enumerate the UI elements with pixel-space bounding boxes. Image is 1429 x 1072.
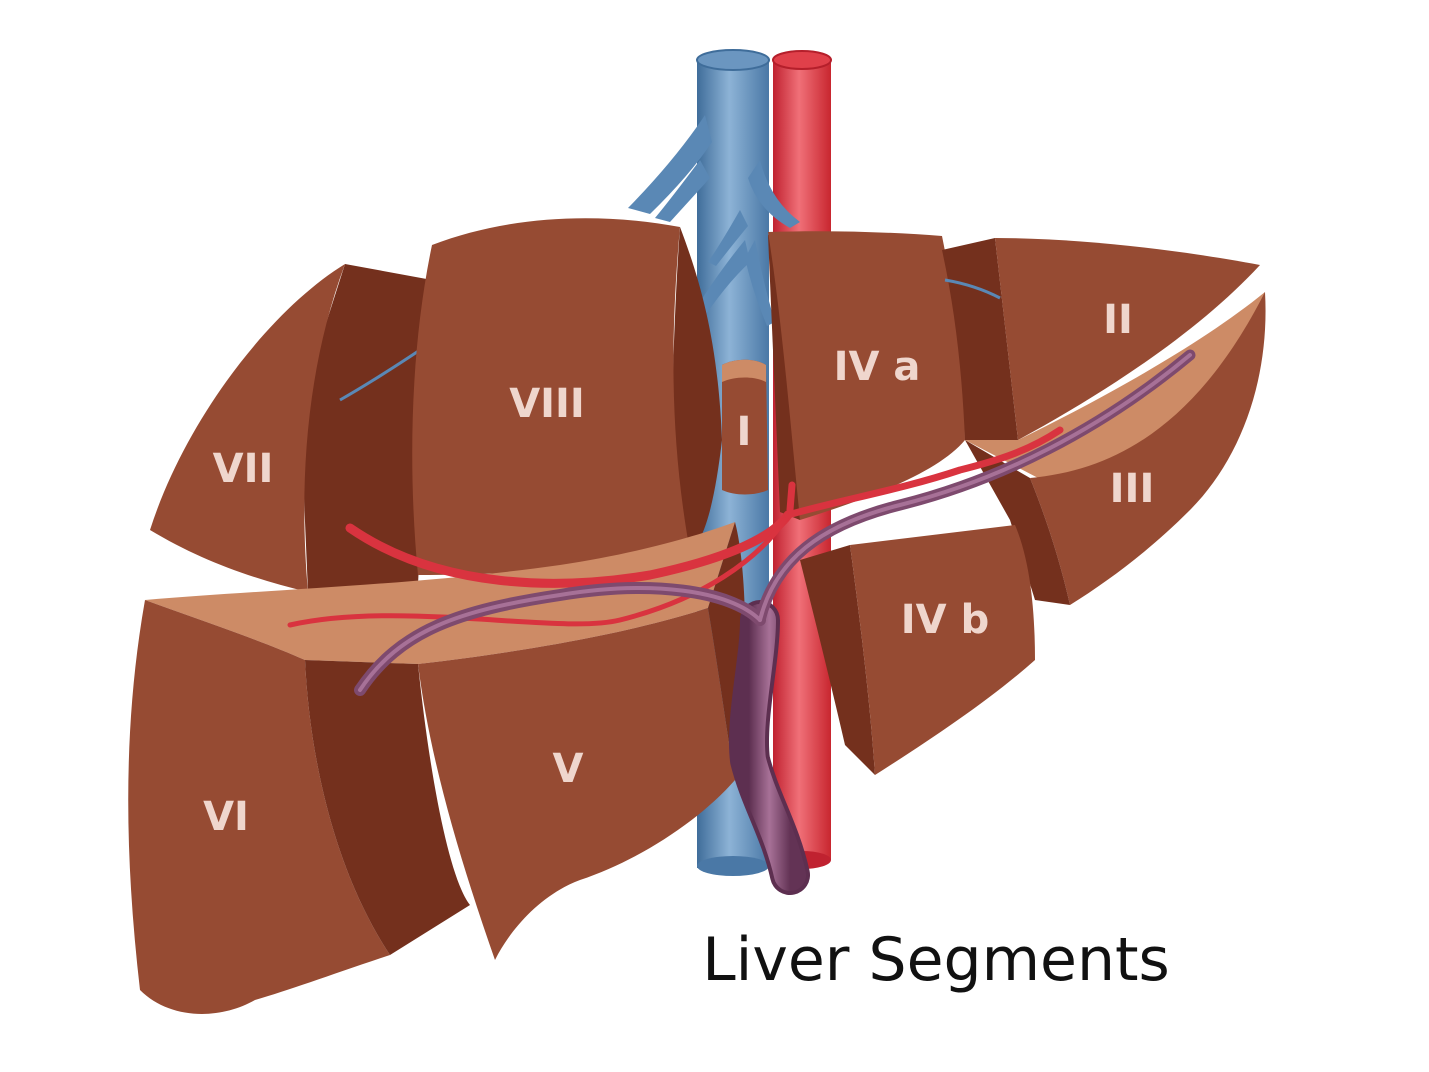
segment-ii [942,238,1260,440]
segment-label-vi: VI [203,794,249,840]
segment-viii [412,218,722,575]
segment-label-v: V [553,746,584,792]
hepatic-artery [287,426,1064,628]
segment-label-iii: III [1110,466,1155,512]
segment-label-vii: VII [213,446,274,492]
segment-label-ii: II [1103,297,1133,343]
segment-i [722,359,768,495]
segment-label-i: I [737,409,752,455]
segment-label-iva: IV a [834,344,921,390]
cut-surface [145,522,735,664]
segment-vi [128,600,390,1014]
diagram-title: Liver Segments [702,925,1170,995]
segment-vii [150,264,432,592]
segment-iva [768,231,965,520]
segment-label-ivb: IV b [901,597,989,643]
hepatic-veins [628,115,800,326]
segment-v [305,522,746,960]
segment-label-viii: VIII [509,381,585,427]
segment-ivb [800,525,1035,775]
portal-vein [354,349,1196,895]
